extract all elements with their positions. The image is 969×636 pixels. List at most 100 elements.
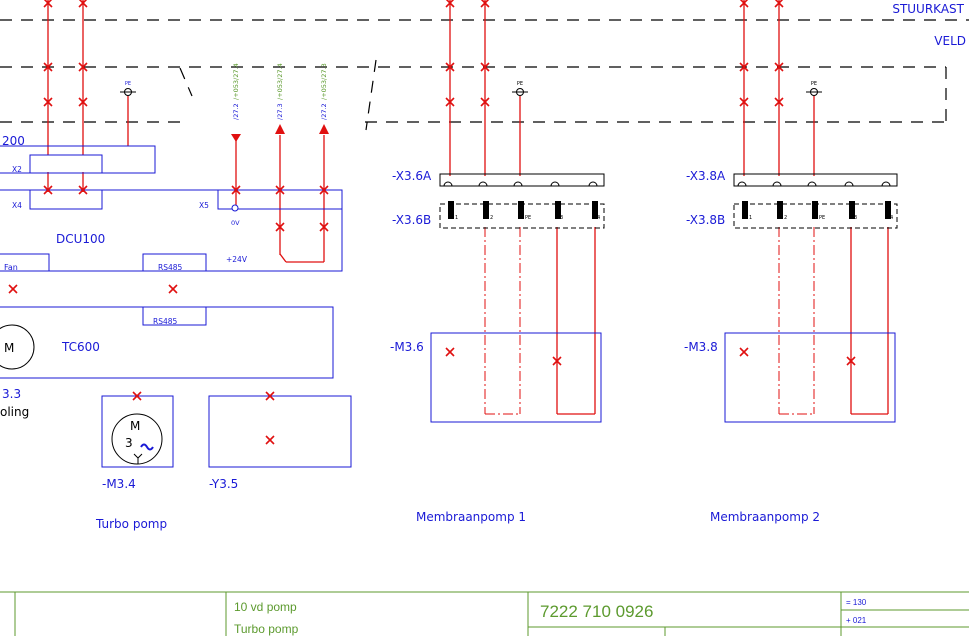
pump2-pin-2: 2: [784, 215, 787, 221]
title-block: [0, 591, 969, 636]
pump2-terminal-a-label: -X3.8A: [686, 169, 726, 183]
connector-x4: X4: [12, 201, 22, 210]
cross: [319, 185, 329, 195]
zone-label-veld: VELD: [934, 34, 966, 48]
turbo-valve-box: [208, 395, 352, 468]
cross: [739, 97, 749, 107]
connector-x5: X5: [199, 201, 209, 210]
cross: [774, 0, 784, 8]
connection-crosses-left: [8, 0, 329, 445]
cross: [78, 97, 88, 107]
fan-connector-label: Fan: [4, 263, 18, 272]
cross: [319, 222, 329, 232]
dcu100-block: [0, 145, 343, 272]
pump2-dashed-wires: [778, 227, 815, 415]
pump1-pin-pe: PE: [525, 215, 531, 221]
cross: [43, 0, 53, 8]
dcu-wires: [47, 0, 325, 263]
dcu100-label: DCU100: [56, 232, 105, 246]
cooling-motor: M: [0, 324, 35, 370]
pump1-terminal-a: [439, 173, 605, 187]
pump2-pin-4: 4: [890, 215, 893, 221]
rs485-connector-bottom: RS485: [153, 317, 178, 326]
cross: [8, 284, 18, 294]
pump2-terminal-b: [733, 201, 898, 229]
wire-ref-2: /+053/27.4: [232, 63, 240, 100]
pump2-terminal-b-label: -X3.8B: [686, 213, 725, 227]
cross: [275, 222, 285, 232]
pump1-pe-terminal: PE: [512, 81, 528, 96]
pe-label-left: PE: [125, 81, 131, 87]
wire-ref-1: /27.2: [232, 103, 240, 120]
title-line-2: Turbo pomp: [234, 622, 299, 636]
pump1-motor-box: [430, 332, 602, 423]
cooling-motor-tag: 3.3: [2, 387, 21, 401]
connector-x2: X2: [12, 165, 22, 174]
cross: [480, 62, 490, 72]
pump2-pin-pe: PE: [819, 215, 825, 221]
pump1-pe-label: PE: [517, 81, 523, 87]
turbo-motor-box: M 3: [101, 395, 174, 468]
ref-location: + 021: [846, 616, 867, 625]
cross: [739, 62, 749, 72]
pump2-motor-tag: -M3.8: [684, 340, 718, 354]
pump1-pin-3: 3: [560, 215, 563, 221]
cooling-caption: oling: [0, 405, 29, 419]
cross: [774, 97, 784, 107]
cross: [43, 62, 53, 72]
title-line-1: 10 vd pomp: [234, 600, 297, 614]
cross: [739, 0, 749, 8]
pump2-pin-1: 1: [749, 215, 752, 221]
cross: [445, 97, 455, 107]
cross: [445, 347, 455, 357]
device-id-partial: 200: [2, 134, 25, 148]
pump1-terminal-b-label: -X3.6B: [392, 213, 431, 227]
cross: [552, 356, 562, 366]
pump2-pin-labels: 1 2 PE 3 4: [749, 215, 893, 221]
wire-ref-5: /27.2: [320, 103, 328, 120]
zero-v-label: 0V: [231, 219, 240, 227]
cross: [78, 62, 88, 72]
pump1-motor-tag: -M3.6: [390, 340, 424, 354]
cross: [265, 391, 275, 401]
cross: [739, 347, 749, 357]
pump1-terminal-a-label: -X3.6A: [392, 169, 432, 183]
wire-ref-6: /+053/27.3: [320, 63, 328, 100]
wire-ref-4: /+053/27.4: [276, 63, 284, 100]
cross: [78, 185, 88, 195]
pump2-terminal-a: [733, 173, 898, 187]
tc600-block: [0, 306, 334, 379]
pump2-pin-3: 3: [854, 215, 857, 221]
membraanpomp-1: PE -X3.6A 1 2 PE 3 4 -X3.6B -M3.6 Membra…: [390, 0, 605, 524]
cross: [265, 435, 275, 445]
turbo-motor-phase: 3: [125, 436, 133, 450]
pump1-pin-labels: 1 2 PE 3 4: [455, 215, 600, 221]
zero-v-terminal: [231, 204, 239, 212]
pe-terminal-left: PE: [120, 81, 136, 96]
wire-ref-3: /27.3: [276, 103, 284, 120]
rs485-connector-top: RS485: [158, 263, 183, 272]
wire-ref-labels: /27.2 /+053/27.4 /27.3 /+053/27.4 /27.2 …: [232, 63, 328, 120]
cross: [132, 391, 142, 401]
drawing-number: 7222 710 0926: [540, 602, 653, 621]
cross: [846, 356, 856, 366]
dcu-wire-arrows: [231, 124, 329, 142]
pump2-wires: [743, 0, 889, 415]
pump2-pe-label: PE: [811, 81, 817, 87]
turbo-valve-tag: -Y3.5: [209, 477, 238, 491]
cross: [480, 97, 490, 107]
pump1-terminal-b: [439, 201, 605, 229]
pump2-pe-terminal: PE: [806, 81, 822, 96]
plus-24v-label: +24V: [226, 255, 248, 264]
cross: [43, 185, 53, 195]
pump1-pin-4: 4: [597, 215, 600, 221]
zone-label-stuurkast: STUURKAST: [892, 2, 964, 16]
pump1-pin-2: 2: [490, 215, 493, 221]
turbo-motor-m: M: [130, 419, 140, 433]
ref-function: = 130: [846, 598, 867, 607]
pump2-motor-box: [724, 332, 896, 423]
cross: [168, 284, 178, 294]
membraanpomp-2: PE -X3.8A 1 2 PE 3 4 -X3.8B -M3.8 Membra…: [684, 0, 898, 524]
cross: [445, 0, 455, 8]
cross: [774, 62, 784, 72]
